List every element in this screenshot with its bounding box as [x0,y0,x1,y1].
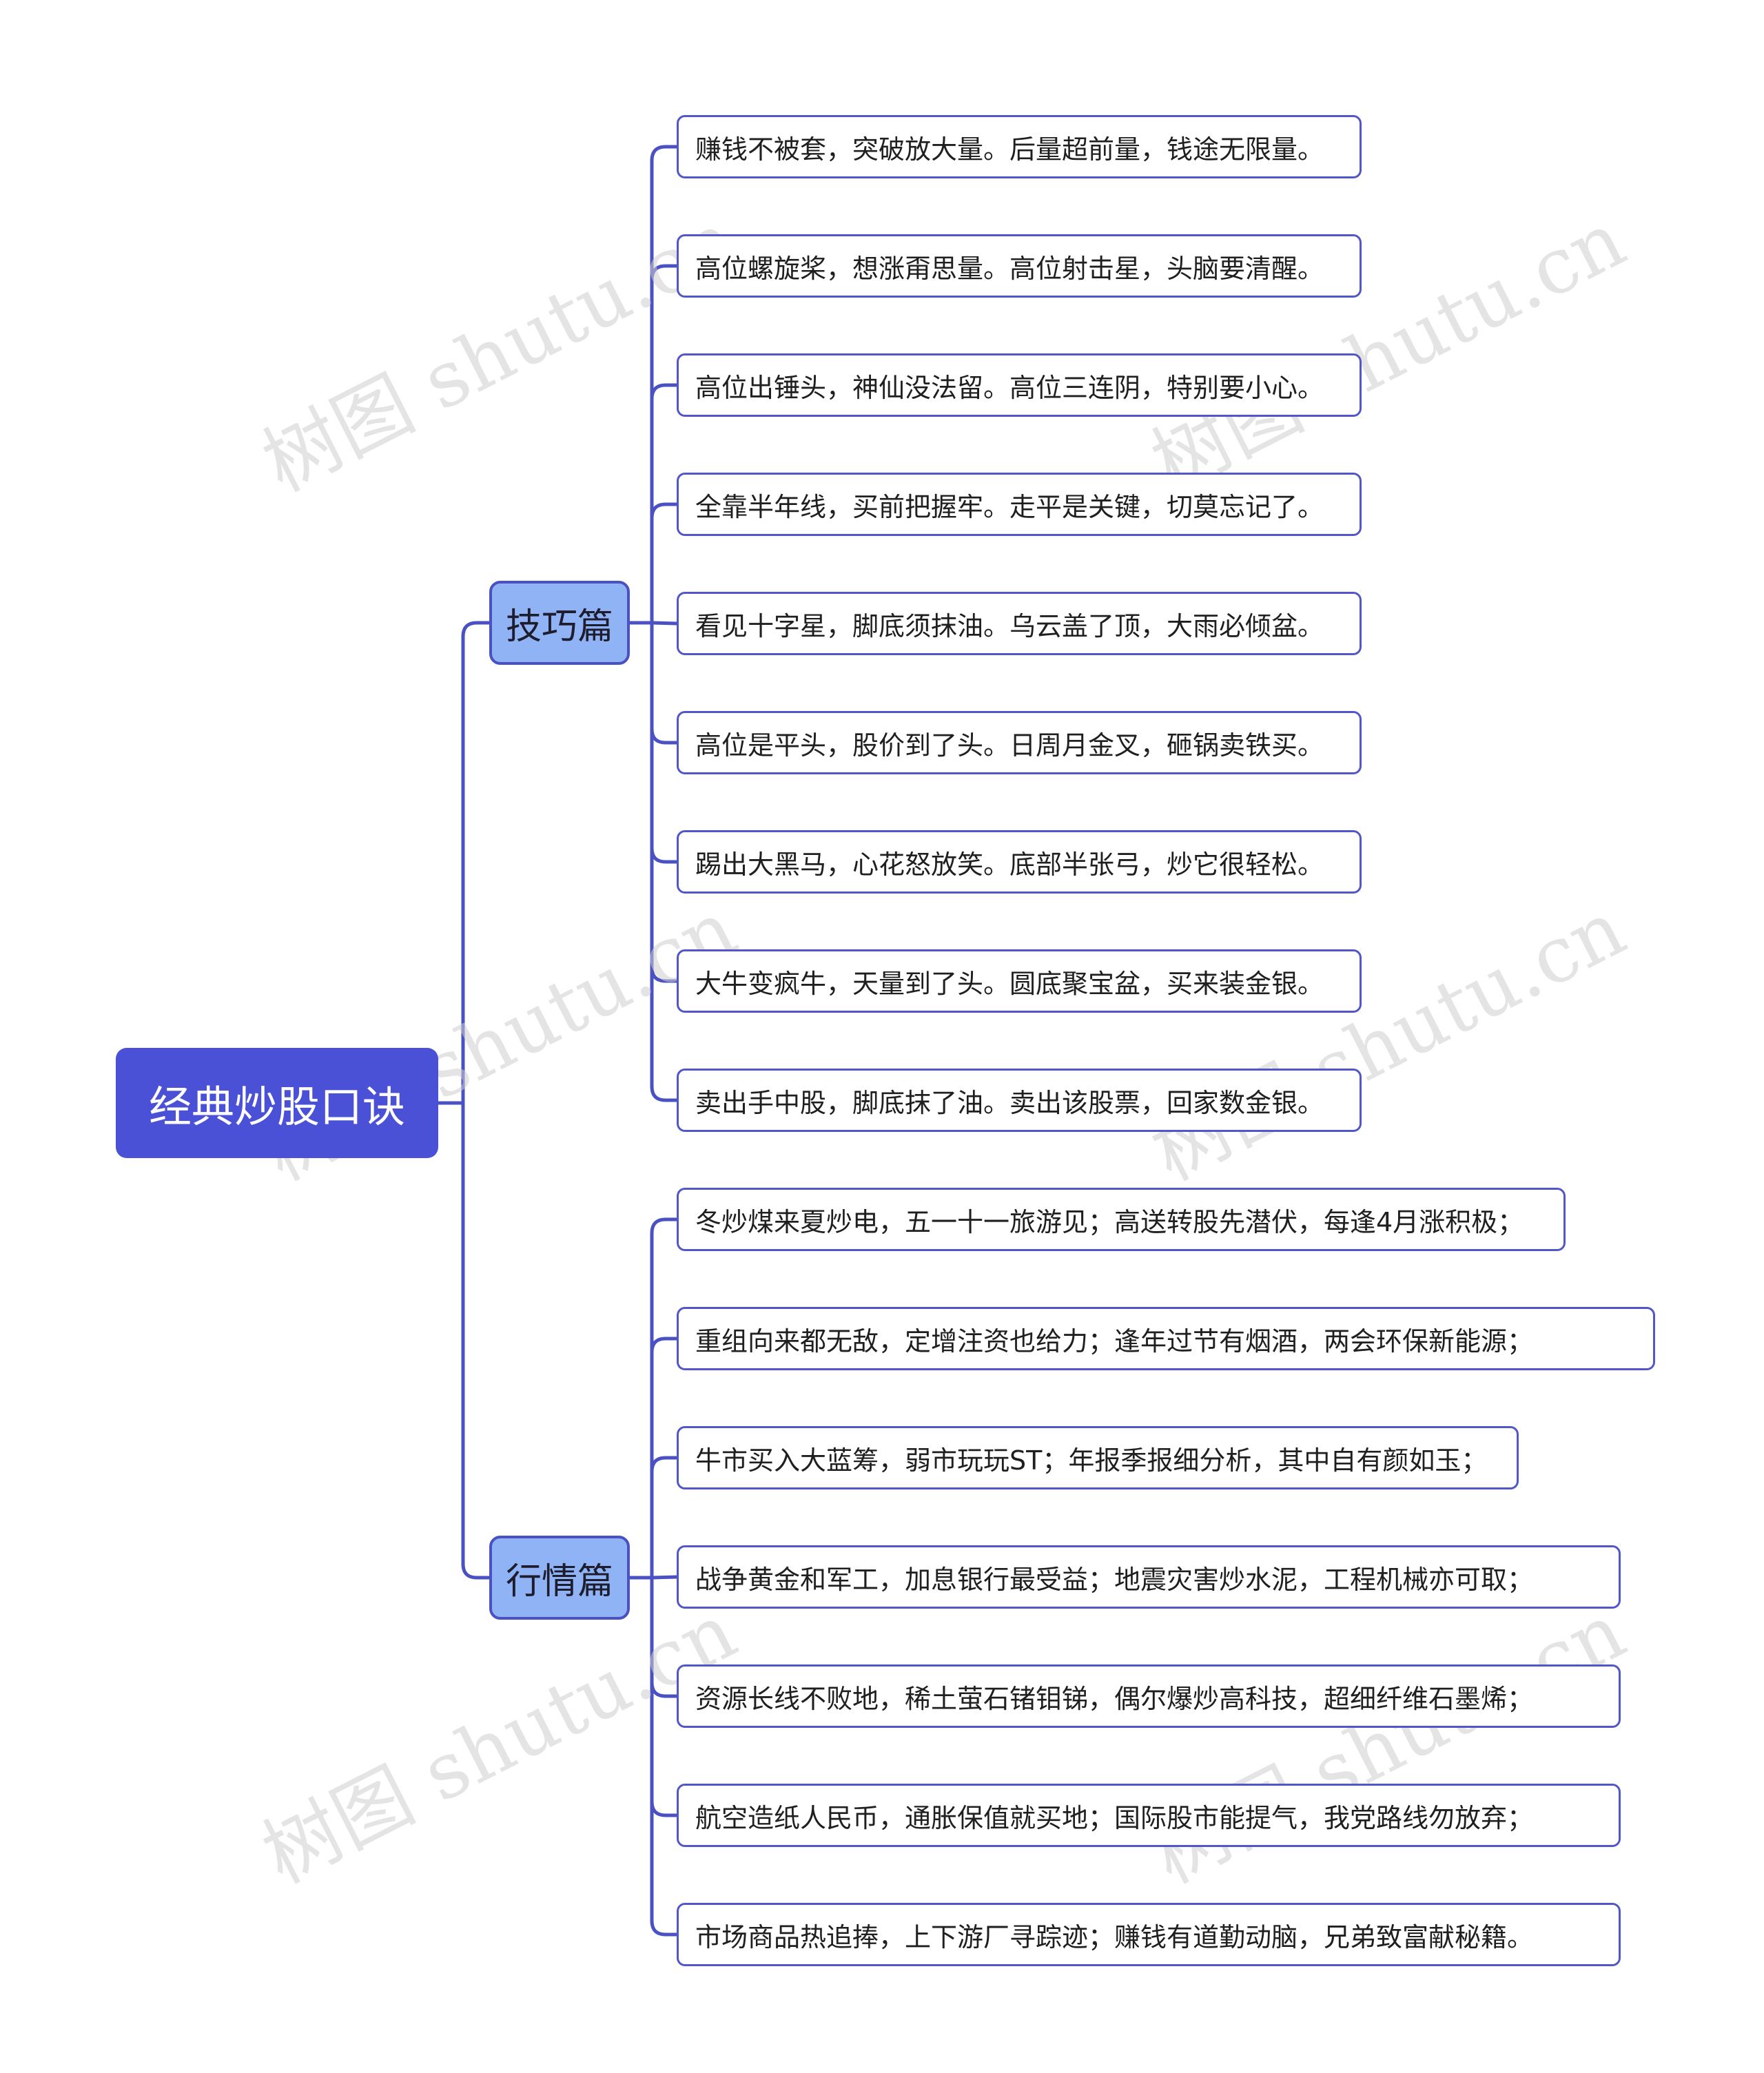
watermark: 树图 shutu.cn [1138,884,1639,1198]
watermark: 树图 shutu.cn [1138,1587,1639,1901]
leaf-node[interactable]: 赚钱不被套，突破放大量。后量超前量，钱途无限量。 [677,115,1362,178]
market-connector [650,1576,679,1698]
branch-node-skills[interactable]: 技巧篇 [489,581,630,665]
skills-connector [650,621,679,745]
market-connector [650,1337,679,1580]
leaf-node[interactable]: 踢出大黑马，心花怒放笑。底部半张弓，炒它很轻松。 [677,830,1362,894]
leaf-node[interactable]: 航空造纸人民币，通胀保值就买地；国际股市能提气，我党路线勿放弃； [677,1784,1621,1847]
leaf-node[interactable]: 看见十字星，脚底须抹油。乌云盖了顶，大雨必倾盆。 [677,592,1362,655]
skills-connector [650,264,679,625]
leaf-node[interactable]: 全靠半年线，买前把握牢。走平是关键，切莫忘记了。 [677,473,1362,536]
leaf-node[interactable]: 冬炒煤来夏炒电，五一十一旅游见；高送转股先潜伏，每逢4月涨积极； [677,1188,1566,1251]
watermark: 树图 shutu.cn [249,195,750,509]
market-connector [650,1217,679,1580]
market-connector [650,1576,679,1817]
leaf-node[interactable]: 卖出手中股，脚底抹了油。卖出该股票，回家数金银。 [677,1069,1362,1132]
skills-connector [650,145,679,625]
leaf-node[interactable]: 市场商品热追捧，上下游厂寻踪迹；赚钱有道勤动脑，兄弟致富献秘籍。 [677,1903,1621,1966]
skills-connector [650,621,679,983]
root-connector [461,1101,491,1580]
watermark: 树图 shutu.cn [249,1587,750,1901]
market-connector [650,1456,679,1580]
leaf-node[interactable]: 资源长线不败地，稀土萤石锗钼锑，偶尔爆炒高科技，超细纤维石墨烯； [677,1664,1621,1728]
leaf-node[interactable]: 重组向来都无敌，定增注资也给力；逢年过节有烟酒，两会环保新能源； [677,1307,1655,1370]
leaf-node[interactable]: 战争黄金和军工，加息银行最受益；地震灾害炒水泥，工程机械亦可取； [677,1545,1621,1609]
leaf-node[interactable]: 大牛变疯牛，天量到了头。圆底聚宝盆，买来装金银。 [677,949,1362,1013]
skills-connector [650,621,679,864]
market-connector [650,1576,679,1937]
market-connector [650,1575,679,1580]
skills-connector [650,621,679,1102]
branch-node-market[interactable]: 行情篇 [489,1536,630,1620]
skills-connector [650,502,679,625]
root-node[interactable]: 经典炒股口诀 [116,1048,438,1158]
skills-connector [650,383,679,625]
leaf-node[interactable]: 高位是平头，股价到了头。日周月金叉，砸锅卖铁买。 [677,711,1362,774]
leaf-node[interactable]: 牛市买入大蓝筹，弱市玩玩ST；年报季报细分析，其中自有颜如玉； [677,1426,1519,1489]
root-connector [461,621,491,1105]
leaf-node[interactable]: 高位螺旋桨，想涨甭思量。高位射击星，头脑要清醒。 [677,234,1362,298]
leaf-node[interactable]: 高位出锤头，神仙没法留。高位三连阴，特别要小心。 [677,353,1362,417]
watermark: 树图 shutu.cn [1138,195,1639,509]
